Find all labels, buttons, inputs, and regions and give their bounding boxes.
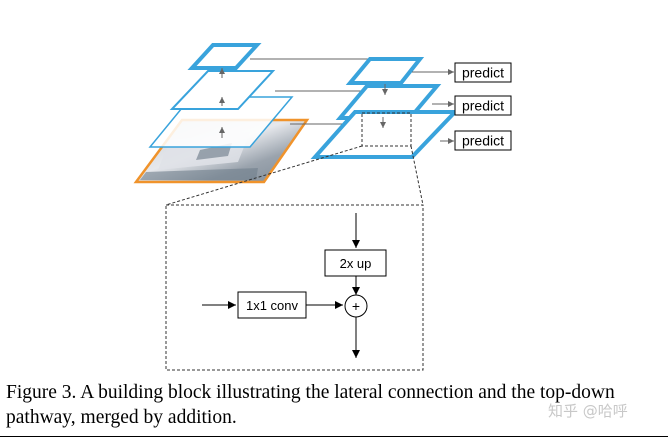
merge-symbol: + <box>352 298 360 314</box>
conv-label: 1x1 conv <box>246 298 299 313</box>
bottom-up-level-3 <box>187 43 262 70</box>
predict-label-2: predict <box>462 98 504 114</box>
top-down-level-1 <box>310 110 460 159</box>
figure-caption: Figure 3. A building block illustrating … <box>6 382 615 428</box>
predict-box-1: predict <box>454 62 512 83</box>
merge-add-node: + <box>344 294 368 318</box>
predict-box-3: predict <box>454 130 512 151</box>
predict-arrows <box>412 69 454 144</box>
predict-label-3: predict <box>462 133 504 149</box>
top-down-arrows <box>380 84 388 128</box>
predict-box-2: predict <box>454 95 512 116</box>
upsample-box: 2x up <box>324 249 387 277</box>
bottom-rule <box>0 436 668 437</box>
predict-label-1: predict <box>462 65 504 81</box>
top-down-level-3 <box>345 57 425 85</box>
watermark: 知乎 @哈呼 <box>548 402 628 420</box>
bottom-up-level-2 <box>169 70 276 110</box>
zoom-lines <box>165 145 424 206</box>
building-block-frame <box>165 204 424 371</box>
conv-box: 1x1 conv <box>237 291 307 319</box>
zoom-region-box <box>361 112 412 147</box>
upsample-label: 2x up <box>340 256 372 271</box>
